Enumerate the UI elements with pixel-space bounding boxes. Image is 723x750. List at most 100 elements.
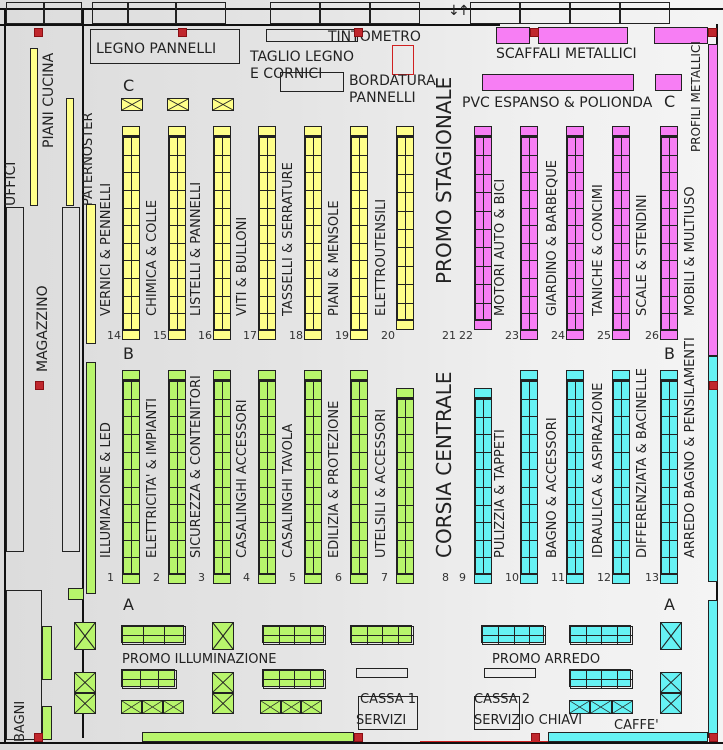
shelf-cell: [131, 137, 140, 156]
promo-pallet: [260, 700, 281, 714]
zone-b-right: B: [664, 344, 675, 363]
aisle-number: 14: [107, 329, 121, 342]
shelf-cell: [359, 260, 368, 280]
aisle-23-rack-cap: [520, 126, 538, 136]
aisle-2-rack: [168, 380, 186, 576]
aisle-26-rack: [660, 136, 678, 332]
bottom-wall-rack-green: [142, 732, 354, 742]
promo-pallet: [590, 700, 612, 714]
shelf-cell: [669, 504, 678, 524]
window-frame: [176, 2, 226, 24]
cassa-2-label: CASSA 2: [474, 692, 531, 707]
shelf-cell: [621, 295, 630, 315]
shelf-cell: [313, 469, 322, 488]
shelf-cell: [131, 469, 140, 488]
aisle-number: 26: [645, 329, 659, 342]
shelf-cell: [267, 225, 276, 244]
shelf-cell: [359, 154, 368, 174]
shelf-cell: [570, 635, 587, 645]
emergency-marker: [35, 381, 44, 390]
profili-rack: [708, 44, 718, 356]
shelf-cell: [131, 451, 140, 471]
shelf-cell: [267, 242, 276, 262]
aisle-number: 19: [335, 329, 349, 342]
aisle-1-rack-cap: [122, 370, 140, 380]
shelf-cell: [513, 635, 531, 645]
shelf-cell: [483, 469, 492, 488]
shelf-cell: [405, 192, 414, 212]
shelf-cell: [669, 207, 678, 227]
aisle-23-rack: [520, 136, 538, 332]
aisle-2-rack-cap: [168, 574, 186, 584]
shelf-cell: [669, 522, 678, 541]
window-frame: [44, 2, 82, 24]
aisle-number: 18: [289, 329, 303, 342]
shelf-cell: [405, 247, 414, 267]
shelf-cell: [222, 522, 231, 541]
shelf-cell: [267, 469, 276, 488]
shelf-cell: [575, 154, 584, 174]
shelf-cell: [575, 172, 584, 191]
aisle-24-rack-cap: [566, 330, 584, 340]
shelf-cell: [669, 242, 678, 262]
shelf-cell: [267, 522, 276, 541]
aisle-number: 1: [107, 571, 114, 584]
promo-pallet: [660, 622, 682, 650]
aisle-9-rack-cap: [474, 574, 492, 584]
aisle-label: TANICHE & CONCIMI: [591, 184, 606, 316]
aisle-label: PIANI & MENSOLE: [327, 200, 342, 316]
shelf-cell: [313, 522, 322, 541]
aisle-label: DIFFERENZIATA & BACINELLE: [635, 368, 650, 558]
shelf-cell: [359, 416, 368, 435]
shelf-cell: [131, 295, 140, 315]
shelf-cell: [131, 242, 140, 262]
promo-pallet: [611, 700, 633, 714]
aisle-15-rack-cap: [168, 330, 186, 340]
aisle-number: 15: [153, 329, 167, 342]
aisle-label: ELETTROUTENSILI: [374, 198, 389, 316]
shelf-cell: [131, 486, 140, 506]
servizi-label: SERVIZI: [356, 713, 407, 728]
aisle-3-rack-cap: [213, 370, 231, 380]
promo-pallet: [660, 693, 682, 714]
aisle-5-rack: [304, 380, 322, 576]
servizio-chiavi-label: SERVIZIO CHIAVI: [474, 713, 583, 728]
shelf-cell: [222, 137, 231, 156]
shelf-cell: [529, 486, 538, 506]
zone-b-left: B: [123, 344, 134, 363]
aisle-12-rack-cap: [612, 574, 630, 584]
shelf-cell: [669, 539, 678, 559]
bottom-wall-rack-cyan: [548, 732, 708, 742]
shelf-cell: [309, 635, 326, 645]
aisle-label: EDILIZIA & PROTEZIONE: [327, 400, 342, 558]
shelf-cell: [177, 137, 186, 156]
office-wall: [82, 8, 84, 738]
shelf-cell: [529, 295, 538, 315]
scaffali-rack: [538, 27, 628, 44]
aisle-number: 2: [153, 571, 160, 584]
aisle-15-rack-cap: [168, 126, 186, 136]
shelf-cell: [483, 487, 492, 506]
aisle-14-rack-cap: [122, 126, 140, 136]
shelf-cell: [669, 486, 678, 506]
shelf-cell: [359, 433, 368, 453]
promo-stagionale-label: PROMO STAGIONALE: [432, 76, 456, 284]
emergency-marker: [34, 733, 43, 742]
aisle-23-rack-cap: [520, 330, 538, 340]
aisle-number: 20: [381, 329, 395, 342]
cassa-1-label: CASSA 1: [360, 692, 417, 707]
aisle-17-rack-cap: [258, 330, 276, 340]
aisle-label: ARREDO BAGNO & PENSILAMENTI: [683, 337, 698, 558]
corsia-centrale-label: CORSIA CENTRALE: [432, 371, 456, 558]
aisle-label: SCALE & STENDINI: [635, 194, 650, 316]
aisle-18-rack-cap: [304, 126, 322, 136]
shelf-cell: [313, 486, 322, 506]
shelf-cell: [313, 416, 322, 435]
aisle-12-rack: [612, 380, 630, 576]
shelf-cell: [621, 486, 630, 506]
emergency-marker: [709, 733, 718, 742]
shelf-cell: [313, 381, 322, 400]
shelf-cell: [621, 398, 630, 418]
promo-rack: [481, 625, 546, 645]
shelf-cell: [621, 260, 630, 280]
